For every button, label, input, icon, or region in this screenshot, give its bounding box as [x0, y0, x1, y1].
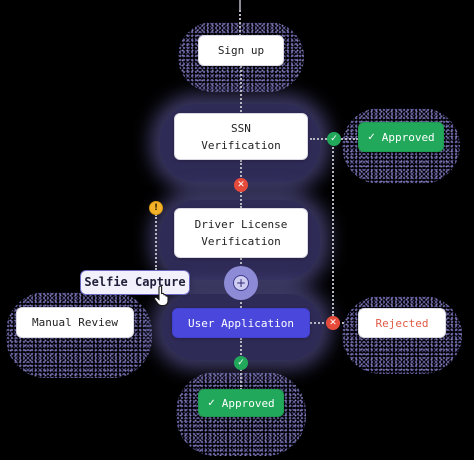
- user-application-node[interactable]: User Application: [172, 308, 310, 338]
- warning-branch-connector: [155, 214, 157, 270]
- manual-review-node[interactable]: Manual Review: [16, 307, 134, 338]
- selfie-capture-label: Selfie Capture: [84, 275, 186, 289]
- user-application-label: User Application: [188, 316, 294, 330]
- driver-license-label: Driver License Verification: [194, 218, 288, 248]
- check-icon: ✓: [367, 131, 376, 143]
- ssn-approved-check-badge: ✓: [327, 132, 341, 146]
- ssn-approved-label: Approved: [381, 130, 435, 144]
- ssn-failed-cross-badge: ✕: [234, 178, 248, 192]
- plus-icon: +: [233, 275, 249, 291]
- ssn-approved-node[interactable]: ✓ Approved: [358, 122, 444, 152]
- manual-review-label: Manual Review: [31, 316, 119, 329]
- rejected-node[interactable]: Rejected: [358, 308, 446, 338]
- hand-pointer-icon: [154, 286, 169, 306]
- final-approved-label: Approved: [221, 396, 275, 410]
- selfie-capture-drag-card[interactable]: Selfie Capture: [80, 270, 190, 295]
- application-approved-check-badge: ✓: [234, 356, 248, 370]
- warning-icon: !: [149, 201, 163, 215]
- final-approved-node[interactable]: ✓ Approved: [198, 389, 284, 417]
- ssn-verification-node[interactable]: SSN Verification: [174, 113, 308, 160]
- application-rejected-cross-badge: ✕: [326, 316, 340, 330]
- entry-connector: [239, 0, 241, 10]
- signup-label: Sign up: [217, 44, 265, 57]
- driver-license-node[interactable]: Driver License Verification: [174, 208, 308, 258]
- signup-to-ssn-connector: [240, 66, 242, 112]
- ssn-to-rejected-connector: [332, 140, 334, 316]
- check-icon: ✓: [207, 397, 216, 409]
- ssn-verification-label: SSN Verification: [201, 121, 281, 152]
- signup-node[interactable]: Sign up: [198, 35, 284, 66]
- rejected-label: Rejected: [375, 316, 429, 330]
- entry-connector-dotted: [239, 10, 241, 36]
- add-step-button[interactable]: +: [224, 266, 258, 300]
